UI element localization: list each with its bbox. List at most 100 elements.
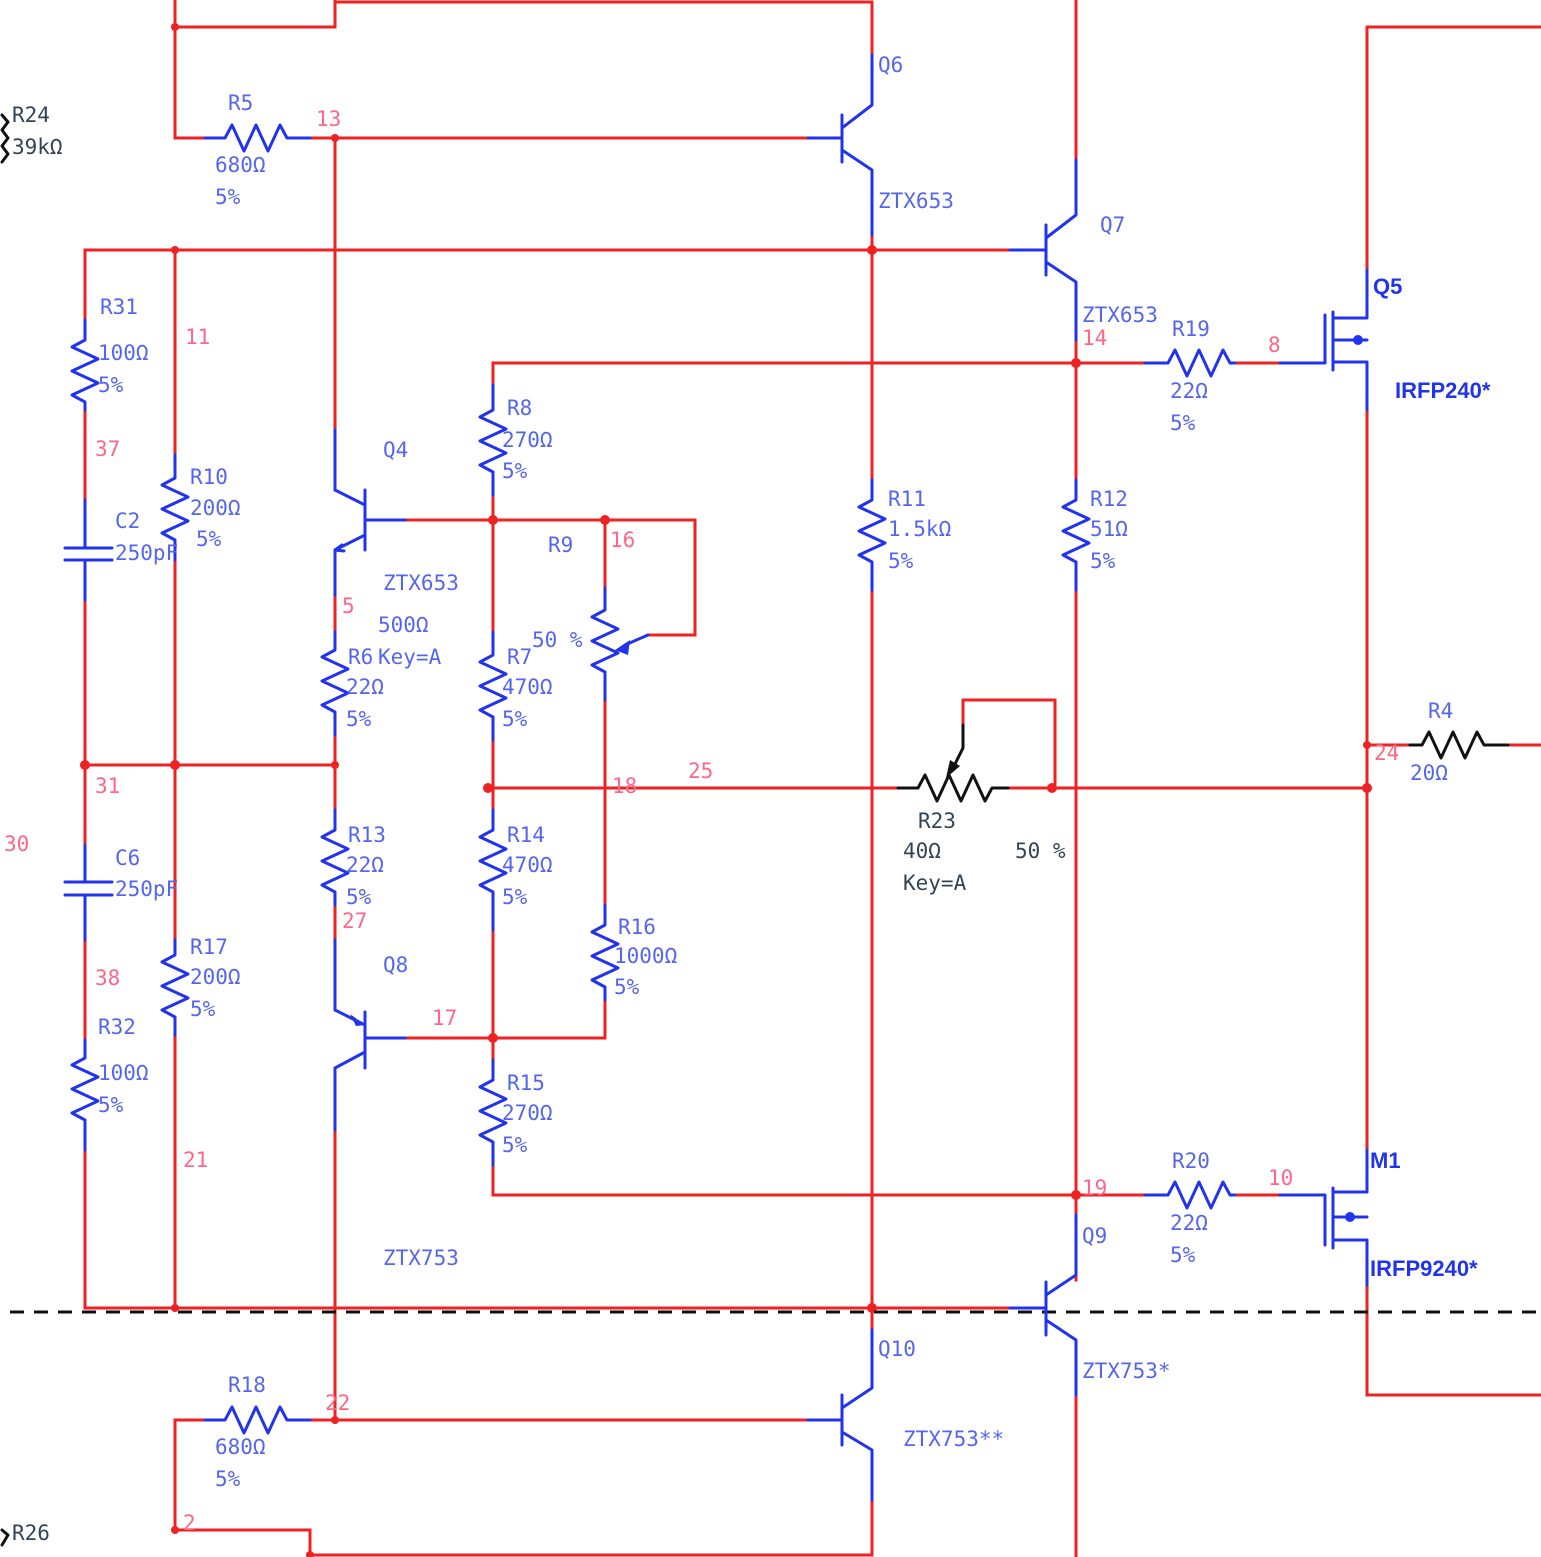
c6-value: 250pF: [115, 877, 178, 901]
r10-tolerance: 5%: [196, 527, 222, 551]
r19-tolerance: 5%: [1170, 411, 1196, 435]
r17-label: R17: [190, 935, 228, 959]
r5-value: 680Ω: [215, 153, 266, 177]
r16-tolerance: 5%: [614, 975, 640, 999]
r9-label: R9: [548, 533, 573, 557]
r6-tolerance: 5%: [346, 707, 372, 731]
r4-label: R4: [1428, 699, 1453, 723]
r11-value: 1.5kΩ: [888, 517, 951, 541]
r8-tolerance: 5%: [502, 459, 528, 483]
r32-label: R32: [98, 1015, 136, 1039]
q8-part: ZTX753: [383, 1246, 459, 1270]
r14-resistor: [478, 808, 508, 932]
r19-resistor: [1143, 348, 1237, 378]
r23-setting: 50 %: [1015, 839, 1066, 863]
r32-tolerance: 5%: [98, 1093, 124, 1117]
node-22: 22: [325, 1391, 350, 1415]
r8-value: 270Ω: [502, 428, 553, 452]
r23-potentiometer: [896, 723, 1010, 803]
r7-resistor: [478, 630, 508, 742]
r18-label: R18: [228, 1373, 266, 1397]
node-13: 13: [316, 107, 341, 131]
r17-value: 200Ω: [190, 965, 241, 989]
q4-label: Q4: [383, 438, 408, 462]
r24-value: 39kΩ: [12, 135, 63, 159]
r16-value: 1000Ω: [614, 944, 677, 968]
node-21: 21: [183, 1148, 208, 1172]
node-11: 11: [185, 325, 210, 349]
r11-label: R11: [888, 487, 926, 511]
node-38: 38: [95, 966, 120, 990]
node-16: 16: [610, 528, 635, 552]
r10-label: R10: [190, 465, 228, 489]
node-8: 8: [1268, 333, 1281, 357]
r9-potentiometer: [590, 586, 650, 702]
r9-key: Key=A: [378, 645, 442, 669]
r20-resistor: [1143, 1180, 1237, 1210]
q10-label: Q10: [878, 1337, 916, 1361]
r18-resistor: [203, 1405, 312, 1435]
r6-label: R6: [348, 645, 373, 669]
q8-label: Q8: [383, 953, 408, 977]
r26-label: R26: [12, 1521, 50, 1545]
r15-tolerance: 5%: [502, 1133, 528, 1157]
labels: R24 39kΩ R5 680Ω 5% 13 Q6 ZTX653 Q7 ZTX6…: [4, 53, 1491, 1545]
r17-tolerance: 5%: [190, 997, 216, 1021]
r12-label: R12: [1090, 487, 1128, 511]
node-5: 5: [342, 594, 355, 618]
r31-resistor: [70, 318, 100, 412]
wires: [83, 0, 1541, 1557]
q6-label: Q6: [878, 53, 903, 77]
r7-tolerance: 5%: [502, 707, 528, 731]
r5-tolerance: 5%: [215, 185, 241, 209]
q9-label: Q9: [1082, 1224, 1107, 1248]
r14-value: 470Ω: [502, 853, 553, 877]
q8-transistor: [333, 938, 407, 1132]
q4-part: ZTX653: [383, 571, 459, 595]
node-2: 2: [183, 1511, 196, 1535]
r11-tolerance: 5%: [888, 549, 914, 573]
c2-capacitor: [63, 498, 114, 602]
r13-label: R13: [348, 823, 386, 847]
m1-part: IRFP9240*: [1370, 1256, 1478, 1281]
node-25: 25: [688, 759, 713, 783]
r23-value: 40Ω: [903, 839, 941, 863]
r5-resistor: [203, 123, 312, 153]
r23-key: Key=A: [903, 871, 967, 895]
r8-resistor: [478, 383, 508, 497]
r14-tolerance: 5%: [502, 885, 528, 909]
r9-value: 500Ω: [378, 613, 429, 637]
r8-label: R8: [507, 396, 532, 420]
q10-transistor: [806, 1328, 874, 1502]
q6-transistor: [806, 53, 874, 237]
r7-value: 470Ω: [502, 675, 553, 699]
q5-mosfet: [1278, 268, 1369, 412]
r13-value: 22Ω: [346, 853, 384, 877]
r15-label: R15: [507, 1071, 545, 1095]
q4-transistor: [333, 428, 407, 597]
m1-mosfet: [1278, 1148, 1369, 1287]
r19-value: 22Ω: [1170, 379, 1208, 403]
c6-capacitor: [63, 843, 114, 942]
node-24: 24: [1374, 741, 1399, 765]
r7-label: R7: [507, 645, 532, 669]
r14-label: R14: [507, 823, 545, 847]
c2-value: 250pF: [115, 541, 178, 565]
r17-resistor: [160, 938, 190, 1037]
q5-part: IRFP240*: [1395, 378, 1491, 403]
node-14: 14: [1082, 326, 1107, 350]
q7-part: ZTX653: [1082, 303, 1158, 327]
r12-tolerance: 5%: [1090, 549, 1116, 573]
r18-value: 680Ω: [215, 1435, 266, 1459]
r4-value: 20Ω: [1410, 761, 1448, 785]
node-18: 18: [612, 774, 637, 798]
r10-resistor: [160, 453, 190, 562]
r24-label: R24: [12, 103, 50, 127]
r13-tolerance: 5%: [346, 885, 372, 909]
r12-resistor: [1061, 478, 1091, 592]
node-17: 17: [432, 1006, 457, 1030]
m1-label: M1: [1370, 1148, 1401, 1173]
r32-resistor: [70, 1038, 100, 1152]
node-27: 27: [342, 909, 367, 933]
